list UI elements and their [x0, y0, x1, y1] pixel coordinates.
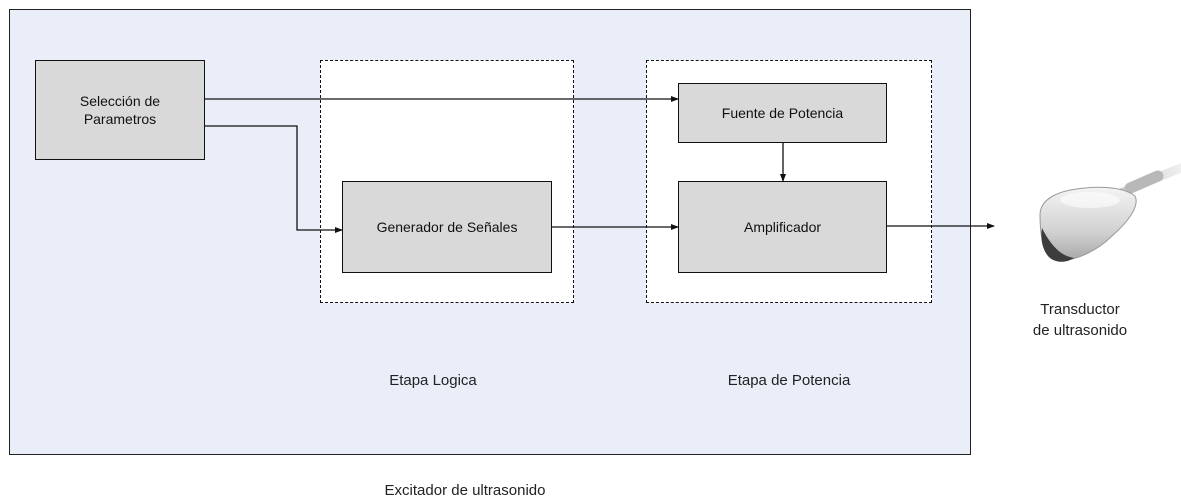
transducer-label: Transductor de ultrasonido [1032, 301, 1128, 339]
arrow-params-to-signal-generator [205, 125, 343, 233]
parameter-selection-block: Selección de Parametros [35, 60, 205, 160]
amplifier-block: Amplificador [678, 181, 887, 273]
exciter-label: Excitador de ultrasonido [384, 482, 546, 499]
ultrasound-transducer-icon [1039, 163, 1181, 262]
power-stage-label: Etapa de Potencia [727, 372, 851, 389]
power-source-block: Fuente de Potencia [678, 83, 887, 143]
logic-stage-label: Etapa Logica [389, 372, 477, 389]
signal-generator-block: Generador de Señales [342, 181, 552, 273]
